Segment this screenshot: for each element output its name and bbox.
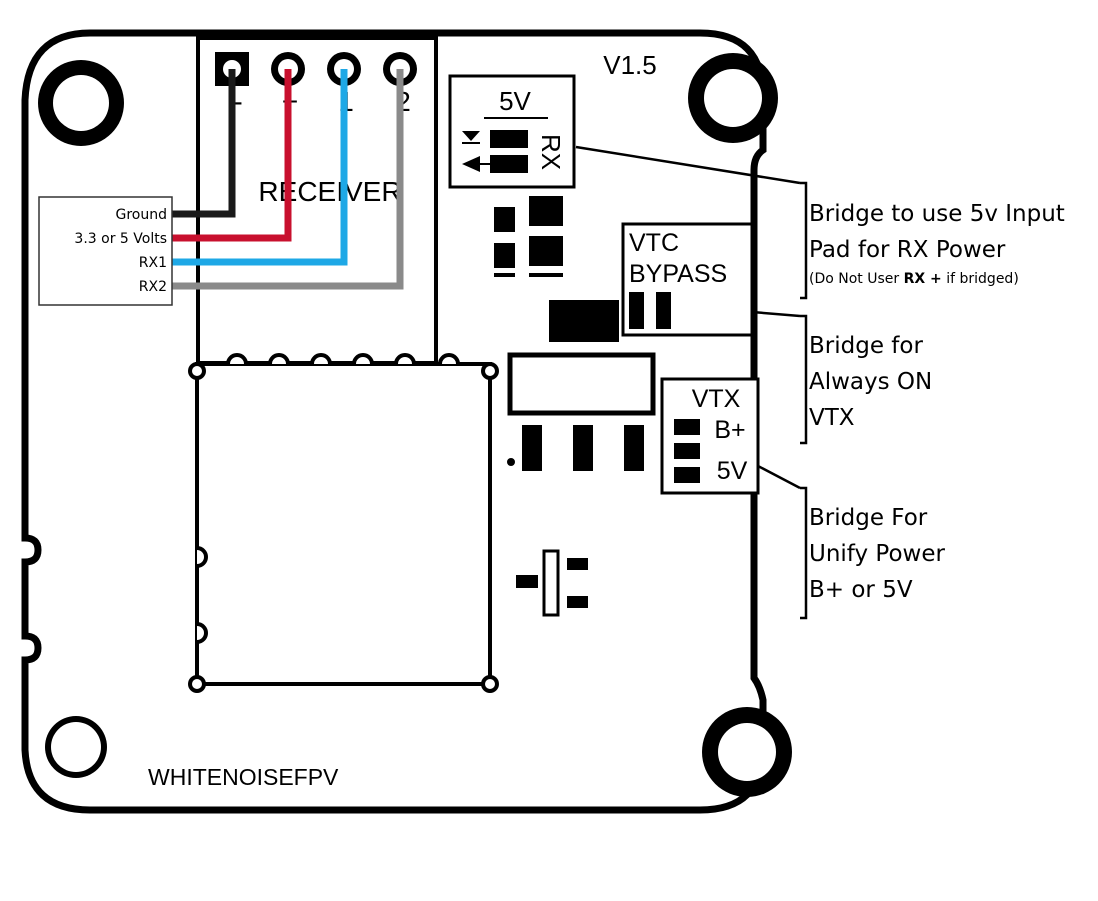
callout-rx-power-line2: Pad for RX Power	[809, 237, 1006, 263]
callout-always-on-line1: Bridge for	[809, 333, 923, 359]
callout-always-on-line3: VTX	[809, 405, 855, 431]
vtx-label: VTX	[692, 385, 741, 413]
callout-leaders	[575, 145, 808, 620]
smd-components	[494, 196, 656, 617]
legend-volts: 3.3 or 5 Volts	[74, 231, 167, 247]
rx2-wire	[172, 69, 404, 290]
mounting-hole-top-right	[688, 53, 778, 143]
bypass-label: BYPASS	[629, 260, 727, 288]
pin-label-ground: -	[233, 86, 242, 117]
wire-legend-box	[38, 196, 173, 306]
callout-unify-line1: Bridge For	[809, 505, 928, 531]
callout-rx-power-line1: Bridge to use 5v Input	[809, 201, 1065, 227]
pad-rx-label: RX	[536, 134, 566, 170]
brand-label: WHITENOISEFPV	[148, 764, 339, 790]
vtc-bypass-pad: VTC BYPASS	[621, 222, 754, 337]
mounting-hole-bottom-left	[45, 716, 107, 778]
castellated-module	[188, 353, 499, 693]
legend-rx2: RX2	[139, 279, 167, 295]
pad-5v-label: 5V	[499, 86, 531, 116]
legend-ground: Ground	[116, 207, 168, 223]
rx1-wire	[172, 69, 348, 266]
vtc-label: VTC	[629, 229, 679, 257]
mounting-hole-bottom-right	[702, 707, 792, 797]
callout-unify-line3: B+ or 5V	[809, 577, 913, 603]
ground-wire	[172, 69, 236, 218]
vtx-5v-label: 5V	[717, 457, 748, 485]
vtx-b-label: B+	[714, 416, 745, 444]
version-label: V1.5	[603, 50, 657, 80]
mounting-hole-top-left	[38, 60, 124, 146]
receiver-label: RECEIVER	[258, 176, 401, 207]
pad-5v-rx: 5V RX	[448, 74, 576, 189]
legend-rx1: RX1	[139, 255, 167, 271]
power-wire	[172, 69, 292, 242]
callout-always-on-line2: Always ON	[809, 369, 932, 395]
vtx-pad: VTX B+ 5V	[660, 377, 760, 495]
callout-rx-power-note: (Do Not User RX + if bridged)	[809, 271, 1019, 287]
callout-unify-line2: Unify Power	[809, 541, 946, 567]
